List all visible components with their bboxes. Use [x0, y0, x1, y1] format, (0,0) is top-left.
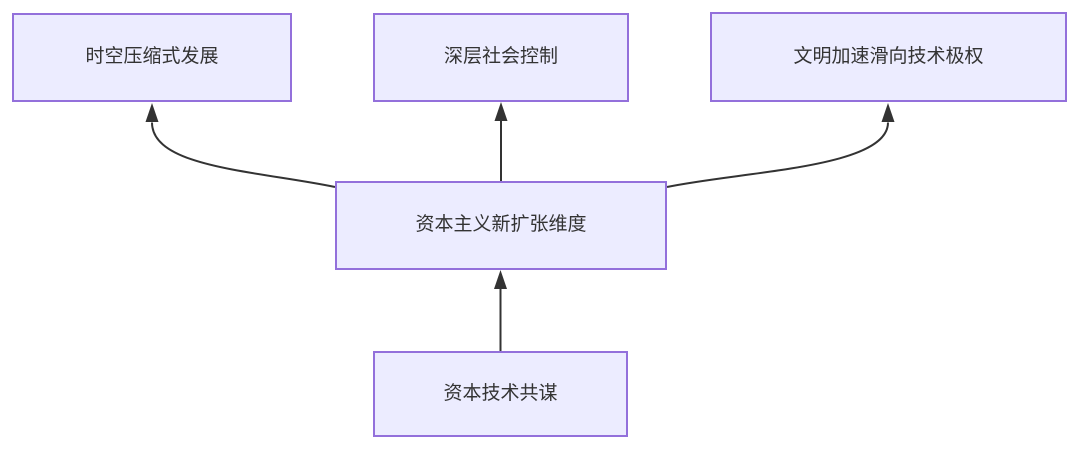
edge-collusion-to-expansion [494, 270, 507, 351]
node-label: 资本主义新扩张维度 [415, 214, 587, 236]
arrowhead-up-icon [494, 102, 508, 121]
edge-expansion-to-control [494, 102, 508, 181]
node-spacetime-compression: 时空压缩式发展 [12, 13, 292, 102]
node-label: 深层社会控制 [443, 46, 558, 68]
arrowhead-up-icon [145, 103, 159, 122]
node-capitalism-expansion: 资本主义新扩张维度 [335, 181, 667, 270]
edge-expansion-to-totalitarianism [666, 103, 895, 188]
node-label: 资本技术共谋 [443, 382, 558, 404]
node-label: 时空压缩式发展 [85, 46, 219, 68]
node-deep-social-control: 深层社会控制 [373, 13, 629, 102]
node-tech-totalitarianism: 文明加速滑向技术极权 [710, 12, 1067, 102]
arrowhead-up-icon [494, 270, 507, 289]
edge-expansion-to-spacetime [145, 103, 336, 188]
arrowhead-up-icon [881, 103, 895, 122]
node-capital-tech-collusion: 资本技术共谋 [373, 351, 628, 437]
node-label: 文明加速滑向技术极权 [793, 45, 984, 67]
